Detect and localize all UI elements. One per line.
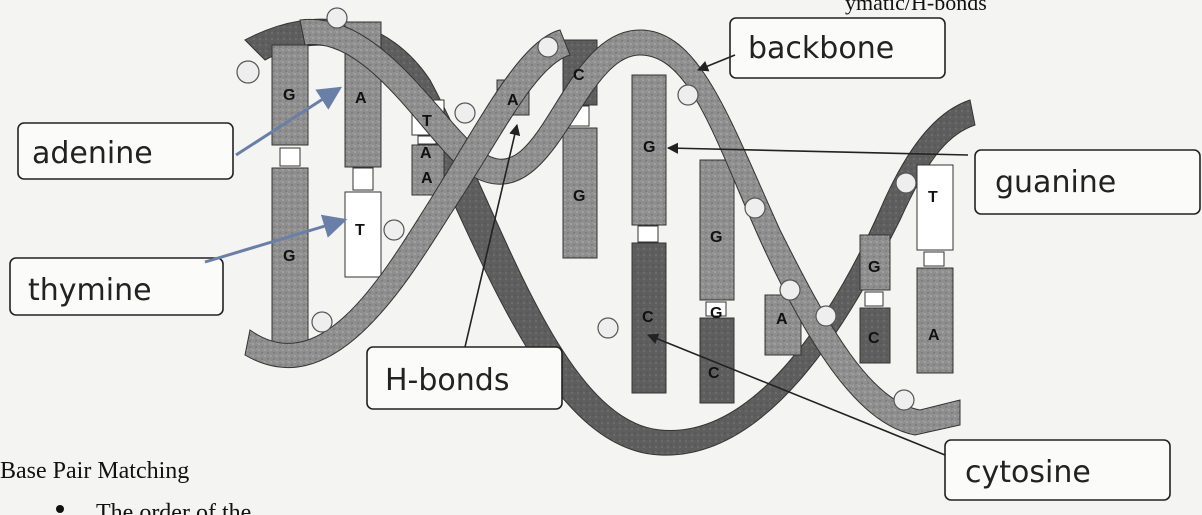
hydrogen-bond	[638, 226, 658, 242]
base-letter: G	[710, 305, 722, 322]
base-block	[917, 268, 953, 373]
base-letter: A	[776, 311, 788, 328]
phosphate-node	[896, 173, 916, 193]
label-text: thymine	[28, 273, 152, 308]
hydrogen-bond	[353, 168, 373, 190]
base-letter: G	[283, 87, 295, 104]
label-text: H-bonds	[385, 363, 509, 398]
label-backbone: backbone	[698, 18, 945, 78]
label-text: adenine	[32, 136, 153, 171]
base-block	[917, 165, 953, 250]
base-letter: A	[507, 92, 519, 109]
hydrogen-bond	[280, 148, 300, 166]
base-letter: C	[708, 365, 720, 382]
phosphate-node	[384, 220, 404, 240]
base-letter: C	[573, 67, 585, 84]
base-block	[700, 318, 734, 403]
base-letter: G	[868, 259, 880, 276]
base-letter: A	[928, 327, 940, 344]
base-letter: C	[642, 309, 654, 326]
phosphate-node	[538, 37, 558, 57]
label-text: cytosine	[965, 455, 1091, 490]
base-letter: G	[573, 188, 585, 205]
base-pairs	[272, 22, 953, 403]
label-text: backbone	[748, 31, 894, 66]
base-letter: A	[421, 170, 433, 187]
base-letter: G	[643, 139, 655, 156]
phosphate-node	[894, 390, 914, 410]
base-letter: A	[355, 90, 367, 107]
section-heading: Base Pair Matching	[0, 458, 189, 484]
phosphate-node	[455, 103, 475, 123]
base-letter: C	[868, 330, 880, 347]
phosphate-node	[598, 318, 618, 338]
phosphate-node	[237, 61, 259, 83]
base-letter: G	[710, 229, 722, 246]
base-letter: T	[422, 113, 432, 130]
hydrogen-bond	[924, 252, 944, 266]
base-letter: A	[420, 145, 432, 162]
hydrogen-bond	[865, 292, 883, 306]
phosphate-node	[780, 280, 800, 300]
phosphate-node	[816, 306, 836, 326]
phosphate-node	[678, 85, 698, 105]
phosphate-node	[327, 8, 347, 28]
base-letter: G	[283, 248, 295, 265]
base-letter: T	[928, 189, 938, 206]
base-letter: T	[355, 222, 365, 239]
phosphate-node	[745, 198, 765, 218]
bullet-point	[56, 505, 64, 513]
phosphate-node	[312, 312, 332, 332]
label-text: guanine	[995, 165, 1116, 200]
bullet-text-fragment: The order of the	[96, 500, 251, 515]
header-fragment: ymatic/H-bonds	[845, 0, 987, 15]
